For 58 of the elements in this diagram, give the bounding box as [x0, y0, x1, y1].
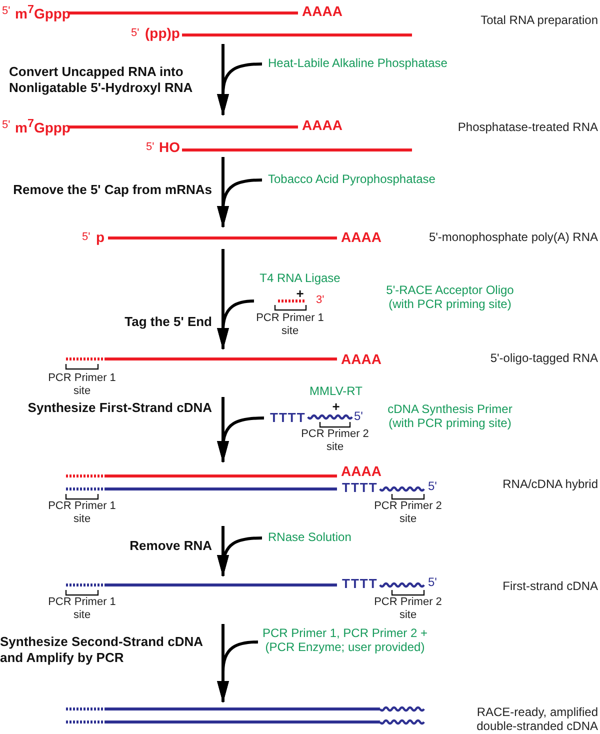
end-group-label: AAAA	[341, 351, 382, 368]
reagent-arrow	[217, 536, 262, 577]
stage-caption: First-strand cDNA	[502, 580, 598, 594]
site-label: PCR Primer 1 site	[48, 500, 116, 526]
reagent-label: PCR Primer 1, PCR Primer 2 + (PCR Enzyme; user provided)	[261, 627, 429, 655]
site-label: PCR Primer 1 site	[48, 372, 116, 398]
stage-caption: 5'-monophosphate poly(A) RNA	[428, 231, 598, 245]
site-label: PCR Primer 2 site	[374, 596, 442, 622]
site-label: PCR Primer 2 site	[301, 428, 369, 454]
reagent-label: RNase Solution	[268, 531, 352, 545]
reagent-arrow	[217, 178, 262, 228]
strand-end-label: 3'	[316, 294, 324, 307]
reagent-label: Tobacco Acid Pyrophosphatase	[268, 173, 436, 187]
plus-sign: +	[296, 287, 304, 302]
stage-caption: RACE-ready, amplified double-stranded cDNA	[476, 706, 598, 734]
reagent-arrow	[217, 62, 262, 116]
strand-end-label: 5'	[2, 119, 10, 132]
site-label: PCR Primer 1 site	[256, 312, 324, 338]
reagent-arrow	[217, 300, 254, 350]
step-title: Synthesize First-Strand cDNA	[28, 400, 212, 416]
strand-end-label: 5'	[146, 141, 154, 154]
step-title: Remove RNA	[130, 538, 212, 554]
end-group-label: TTTT	[342, 577, 378, 592]
plus-sign: +	[332, 400, 340, 415]
end-group-label: (pp)p	[145, 25, 180, 42]
step-title: Tag the 5' End	[124, 314, 212, 330]
step-title: Convert Uncapped RNA into Nonligatable 5'-Hydroxyl RNA	[9, 64, 194, 96]
end-group-label: p	[96, 229, 105, 246]
reagent-label: MMLV-RT	[310, 385, 362, 399]
reagent-label: T4 RNA Ligase	[260, 272, 340, 286]
reagent-arrow	[217, 640, 258, 703]
strand-end-label: 5'	[82, 231, 90, 244]
reagent-description: cDNA Synthesis Primer (with PCR priming site)	[386, 403, 514, 431]
end-group-label: TTTT	[342, 481, 378, 496]
strand-end-label: 5'	[428, 576, 437, 590]
end-group-label: AAAA	[341, 463, 382, 480]
stage-caption: Total RNA preparation	[480, 14, 598, 28]
strand-end-label: 5'	[2, 5, 10, 18]
reagent-description: 5'-RACE Acceptor Oligo (with PCR priming site)	[385, 284, 515, 312]
stage-caption: RNA/cDNA hybrid	[502, 478, 598, 492]
end-group-label: m$^{7}$Gppp	[15, 117, 70, 136]
step-title: Synthesize Second-Strand cDNA and Amplify by PCR	[0, 634, 204, 666]
strand-end-label: 5'	[354, 410, 363, 424]
stage-caption: Phosphatase-treated RNA	[458, 121, 598, 135]
end-group-label: HO	[159, 139, 180, 156]
end-group-label: m$^{7}$Gppp	[15, 3, 70, 22]
end-group-label: AAAA	[341, 229, 382, 246]
end-group-label: AAAA	[302, 3, 342, 20]
strand-end-label: 5'	[131, 27, 140, 40]
end-group-label: AAAA	[302, 117, 342, 134]
strand-end-label: 5'	[428, 480, 437, 494]
end-group-label: TTTT	[270, 411, 306, 426]
reagent-label: Heat-Labile Alkaline Phosphatase	[268, 57, 448, 71]
step-title: Remove the 5' Cap from mRNAs	[13, 182, 212, 198]
site-label: PCR Primer 1 site	[48, 596, 116, 622]
stage-caption: 5'-oligo-tagged RNA	[490, 352, 598, 366]
site-label: PCR Primer 2 site	[374, 500, 442, 526]
reagent-arrow	[217, 416, 264, 463]
